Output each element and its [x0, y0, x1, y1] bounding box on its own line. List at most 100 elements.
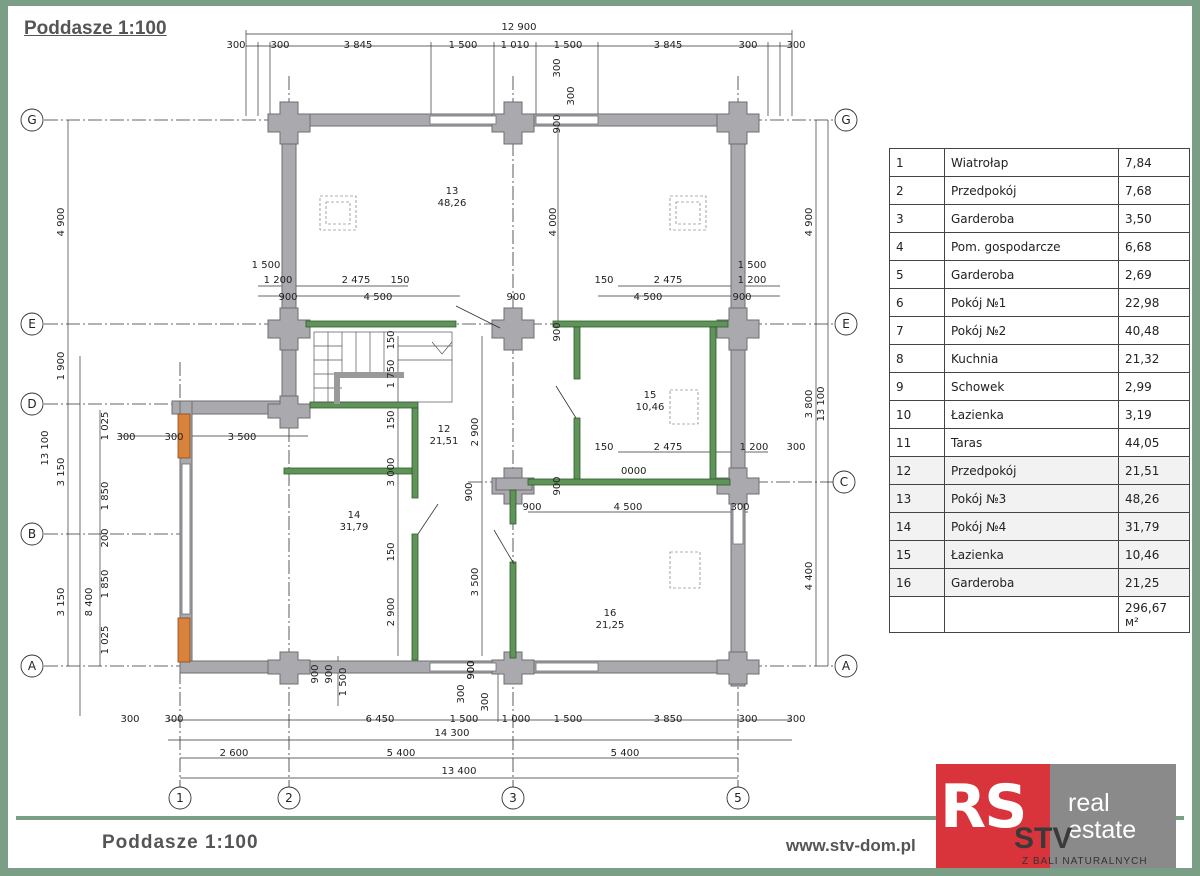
dim-right-3: 4 400	[804, 562, 815, 591]
room-14-area: 31,79	[340, 522, 369, 533]
axis-row-g: G	[27, 113, 36, 127]
room-number: 3	[889, 204, 945, 233]
axis-col-5: 5	[734, 791, 742, 805]
dim-bottom-axes-0: 2 600	[220, 748, 249, 759]
dim-center-6: 2 900	[386, 598, 397, 627]
room-area: 21,51	[1118, 456, 1190, 485]
logo-red-block	[936, 764, 1050, 868]
dim-top-chain-3: 1 500	[449, 40, 478, 51]
dim-center-9: 900	[466, 660, 477, 679]
room-area: 21,25	[1118, 568, 1190, 597]
dim-c-4: 900	[464, 482, 475, 501]
dim-bottom-total-2: 13 400	[442, 766, 477, 777]
room-13-area: 48,26	[438, 198, 467, 209]
room-12-area: 21,51	[430, 436, 459, 447]
room-area: 7,68	[1118, 176, 1190, 205]
dim-left-inner-1: 1 025	[100, 412, 111, 441]
dim-bottom-chain-5: 1 500	[554, 714, 583, 725]
dim-e-left-5: 4 500	[364, 292, 393, 303]
room-number: 16	[889, 568, 945, 597]
room-area: 48,26	[1118, 484, 1190, 513]
dim-left-1: 1 900	[56, 352, 67, 381]
dim-bottom-small-0: 900	[310, 664, 321, 683]
dim-left-inner-4: 1 850	[100, 570, 111, 599]
room-name: Garderoba	[944, 204, 1119, 233]
dim-left-3: 3 150	[56, 458, 67, 487]
room-labels: 13 48,26 12 21,51 15 10,46 14 31,79 16 2…	[340, 186, 665, 631]
room-number: 11	[889, 428, 945, 457]
dim-e-left-4: 900	[278, 292, 297, 303]
total-area: 296,67 м²	[1118, 596, 1190, 633]
door-swings	[417, 305, 577, 565]
floor-plan: 0000	[20, 22, 858, 810]
axis-row-e: E	[28, 317, 36, 331]
dim-right-0: 4 900	[804, 208, 815, 237]
dim-center-0: 4 000	[548, 208, 559, 237]
room-name: Wiatrołap	[944, 148, 1119, 177]
skylights	[319, 195, 707, 589]
dim-bottom-chain-2: 6 450	[366, 714, 395, 725]
footer-divider	[16, 816, 1184, 820]
room-name: Łazienka	[944, 540, 1119, 569]
dim-top-chain-0: 300	[226, 40, 245, 51]
dim-bottom-axes-2: 5 400	[611, 748, 640, 759]
empty-cell	[889, 596, 945, 633]
dim-bottom-axes-1: 5 400	[387, 748, 416, 759]
dim-e-right-6: 900	[732, 292, 751, 303]
room-number: 2	[889, 176, 945, 205]
logo-brand: STV	[1014, 822, 1073, 855]
room-number: 8	[889, 344, 945, 373]
dim-e-left-1: 1 200	[264, 275, 293, 286]
axis-row-d: D	[27, 397, 36, 411]
dim-left-2: 13 100	[40, 431, 51, 466]
logo-line-2: estate	[1068, 816, 1137, 844]
room-number: 6	[889, 288, 945, 317]
dim-top-chain-5: 1 500	[554, 40, 583, 51]
dim-e-left-3: 150	[390, 275, 409, 286]
dim-right-2: 13 100	[816, 387, 827, 422]
dim-bottom-small-2: 1 500	[338, 668, 349, 697]
axis-row-a-right: A	[842, 659, 851, 673]
dim-center-8: 3 500	[470, 568, 481, 597]
room-area: 31,79	[1118, 512, 1190, 541]
room-area: 3,50	[1118, 204, 1190, 233]
footer-url[interactable]: www.stv-dom.pl	[786, 836, 916, 855]
room-16-area: 21,25	[596, 620, 625, 631]
dim-top-chain-2: 3 845	[344, 40, 373, 51]
company-logo: RS real estate STV Z BALI NATURALNYCH	[936, 764, 1176, 868]
dim-top-chain-7: 300	[738, 40, 757, 51]
room-area: 6,68	[1118, 232, 1190, 261]
dim-top-chain-4: 1 010	[501, 40, 530, 51]
dim-bottom-chain-4: 1 000	[502, 714, 531, 725]
room-area: 2,69	[1118, 260, 1190, 289]
dim-top-small-0: 300	[552, 58, 563, 77]
dim-bottom-small-4: 300	[480, 692, 491, 711]
orange-posts	[177, 413, 191, 663]
room-area: 21,32	[1118, 344, 1190, 373]
room-number: 12	[889, 456, 945, 485]
room-area: 44,05	[1118, 428, 1190, 457]
room-number: 10	[889, 400, 945, 429]
dim-e-right-4: 900	[506, 292, 525, 303]
dim-center-10: 900	[552, 476, 563, 495]
room-number: 15	[889, 540, 945, 569]
axis-markers	[20, 108, 858, 810]
dim-bottom-chain-3: 1 500	[450, 714, 479, 725]
axis-labels: G G E E D C B A A 1 2 3 5	[27, 113, 851, 805]
logo-line-1: real	[1068, 789, 1110, 817]
dim-c-5: 900	[522, 502, 541, 513]
axis-row-a: A	[28, 659, 37, 673]
dim-e-right-3: 1 200	[738, 275, 767, 286]
dim-bottom-chain-6: 3 850	[654, 714, 683, 725]
dim-top-small-2: 900	[552, 114, 563, 133]
dim-bottom-small-1: 900	[324, 664, 335, 683]
drawing-sheet: Poddasze 1:100	[8, 6, 1192, 868]
